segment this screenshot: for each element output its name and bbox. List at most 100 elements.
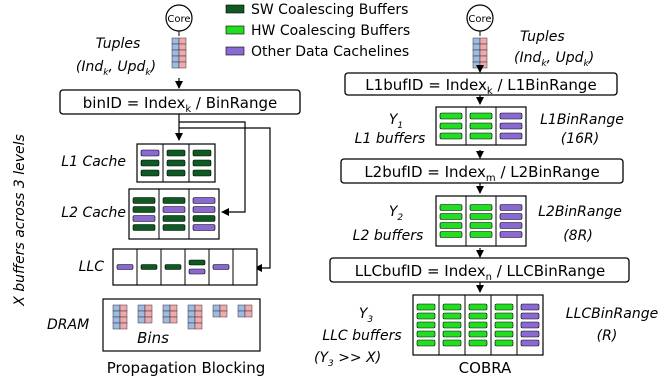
right-y3-desc: LLC buffers bbox=[322, 328, 401, 344]
tuple-index-cell bbox=[137, 304, 146, 312]
sw-buffer-line bbox=[192, 169, 212, 177]
hw-buffer-line bbox=[494, 303, 514, 311]
hw-buffer-line bbox=[416, 303, 436, 311]
hw-buffer-line bbox=[439, 122, 463, 130]
other-buffer-line bbox=[162, 206, 186, 213]
hw-buffer-line bbox=[469, 122, 493, 130]
tuple-index-cell bbox=[472, 37, 481, 45]
other-buffer-line bbox=[499, 213, 523, 220]
other-buffer-line bbox=[192, 224, 216, 231]
tuple-update-cell bbox=[178, 61, 187, 69]
tuple-update-cell bbox=[194, 304, 203, 312]
legend-hw-label: HW Coalescing Buffers bbox=[251, 23, 410, 39]
sw-buffer-line bbox=[166, 159, 186, 167]
tuple-index-cell bbox=[171, 37, 180, 45]
cache-frame bbox=[435, 195, 527, 247]
right-y1-desc: L1 buffers bbox=[355, 131, 426, 147]
tuple-index-cell bbox=[472, 43, 481, 51]
left-core-label: Core bbox=[167, 14, 190, 25]
tuple-index-cell bbox=[187, 322, 196, 330]
tuple-index-cell bbox=[162, 310, 171, 318]
hw-buffer-line bbox=[439, 132, 463, 140]
tuple-update-cell bbox=[178, 37, 187, 45]
tuple-index-cell bbox=[472, 55, 481, 63]
tuple-update-cell bbox=[479, 49, 488, 57]
right-y2: Y2 bbox=[389, 204, 404, 223]
tuple-index-cell bbox=[187, 304, 196, 312]
hw-buffer-line bbox=[442, 312, 462, 320]
tuple-index-cell bbox=[162, 316, 171, 324]
sw-buffer-line bbox=[140, 169, 160, 177]
tuple-update-cell bbox=[169, 310, 178, 318]
left-tuples-title: Tuples bbox=[96, 36, 141, 52]
hw-buffer-line bbox=[416, 339, 436, 347]
left-binid-formula-box bbox=[59, 89, 301, 115]
tuple-update-cell bbox=[119, 304, 128, 312]
other-buffer-line bbox=[499, 122, 523, 130]
tuple-update-cell bbox=[119, 322, 128, 330]
legend-hw-swatch bbox=[225, 25, 245, 35]
sw-buffer-line bbox=[164, 264, 182, 270]
dram-bin bbox=[112, 304, 128, 330]
right-tuples-sig: (Indk, Updk) bbox=[514, 50, 594, 69]
hw-buffer-line bbox=[416, 312, 436, 320]
right-llcbinrange: LLCBinRange bbox=[566, 306, 658, 322]
tuple-update-cell bbox=[194, 322, 203, 330]
hw-buffer-line bbox=[439, 112, 463, 120]
tuple-update-cell bbox=[479, 55, 488, 63]
tuple-index-cell bbox=[171, 61, 180, 69]
tuple-index-cell bbox=[162, 304, 171, 312]
tuple-index-cell bbox=[112, 322, 121, 330]
hw-buffer-line bbox=[439, 222, 463, 229]
other-buffer-line bbox=[520, 321, 540, 329]
left-dram-bins bbox=[102, 298, 261, 352]
hw-buffer-line bbox=[469, 112, 493, 120]
other-buffer-line bbox=[499, 204, 523, 211]
hw-buffer-line bbox=[469, 132, 493, 140]
hw-buffer-line bbox=[494, 330, 514, 338]
legend-other-label: Other Data Cachelines bbox=[251, 44, 409, 60]
hw-buffer-line bbox=[469, 213, 493, 220]
tuple-update-cell bbox=[144, 310, 153, 318]
tuple-update-cell bbox=[244, 304, 253, 312]
tuple-index-cell bbox=[212, 304, 221, 312]
other-buffer-line bbox=[520, 303, 540, 311]
other-buffer-line bbox=[499, 231, 523, 238]
other-buffer-line bbox=[520, 312, 540, 320]
right-llcbinrange-size: (R) bbox=[597, 328, 618, 344]
sw-buffer-line bbox=[162, 197, 186, 204]
legend: SW Coalescing Buffers HW Coalescing Buff… bbox=[225, 2, 410, 60]
tuple-update-cell bbox=[144, 316, 153, 324]
dram-frame bbox=[102, 298, 261, 352]
sw-buffer-line bbox=[166, 169, 186, 177]
tuple-update-cell bbox=[479, 61, 488, 69]
right-tuple-stack-icon bbox=[472, 37, 488, 69]
tuple-update-cell bbox=[178, 55, 187, 63]
right-l1-buffers bbox=[435, 106, 527, 146]
sw-buffer-line bbox=[188, 259, 206, 266]
hw-buffer-line bbox=[439, 204, 463, 211]
hw-buffer-line bbox=[442, 339, 462, 347]
right-l2binrange-size: (8R) bbox=[563, 228, 593, 244]
left-l1-cache bbox=[136, 143, 216, 183]
dram-bin bbox=[162, 304, 178, 324]
right-tuples-title: Tuples bbox=[520, 29, 565, 45]
other-buffer-line bbox=[499, 112, 523, 120]
tuple-index-cell bbox=[212, 310, 221, 318]
tuple-update-cell bbox=[119, 316, 128, 324]
left-llc-label: LLC bbox=[79, 259, 105, 275]
right-llc-buffers bbox=[412, 294, 544, 356]
tuple-update-cell bbox=[219, 310, 228, 318]
hw-buffer-line bbox=[468, 330, 488, 338]
tuple-index-cell bbox=[171, 43, 180, 51]
left-caption: Propagation Blocking bbox=[107, 359, 266, 377]
tuple-index-cell bbox=[187, 310, 196, 318]
right-l2binrange: L2BinRange bbox=[538, 204, 622, 220]
hw-buffer-line bbox=[468, 339, 488, 347]
hw-buffer-line bbox=[442, 303, 462, 311]
other-buffer-line bbox=[132, 215, 156, 222]
dram-bin bbox=[137, 304, 153, 324]
sw-buffer-line bbox=[192, 215, 216, 222]
tuple-index-cell bbox=[137, 310, 146, 318]
